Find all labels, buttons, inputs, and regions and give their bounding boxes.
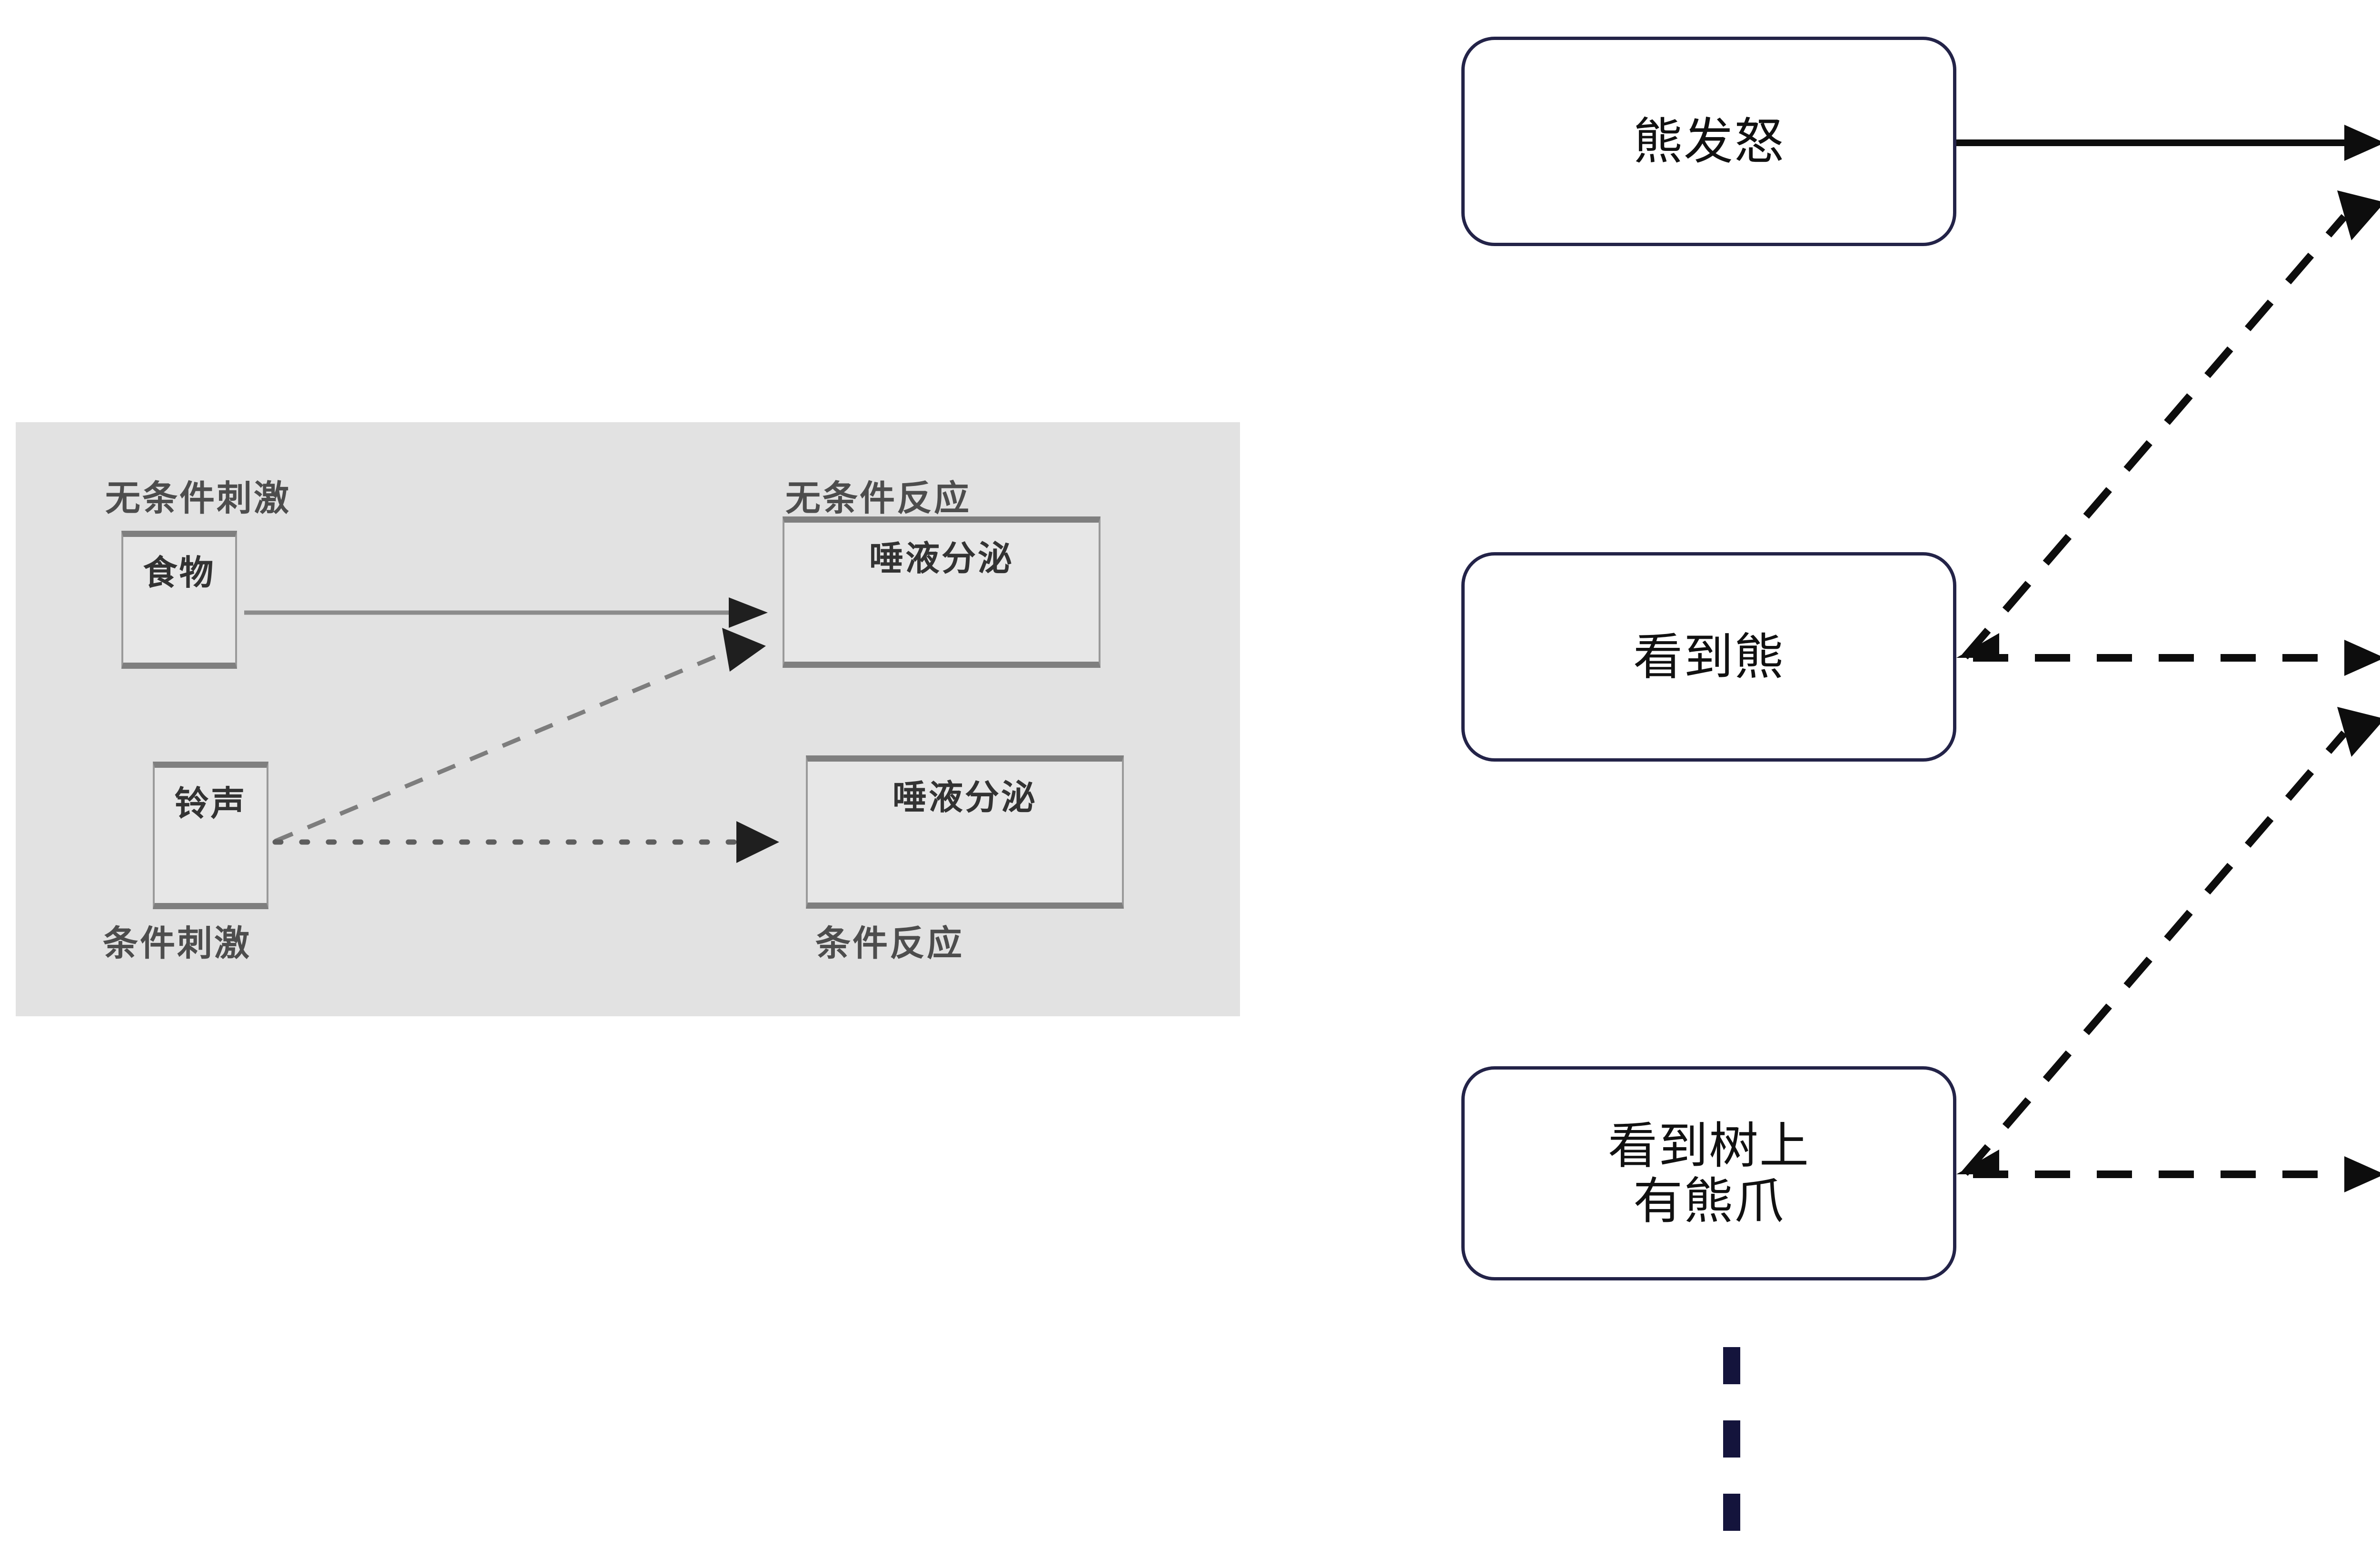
- connector-bell-to-salivation-top: [274, 628, 766, 843]
- rl-box-bear-angry: 熊发怒: [1461, 37, 1956, 246]
- connector-anger-to-reward: [1956, 125, 2380, 161]
- connector-claw-to-vsprime: [1962, 707, 2380, 1176]
- pavlov-box-food: 食物: [121, 531, 237, 669]
- label-unconditioned-response: 无条件反应: [785, 478, 971, 519]
- rl-value-propagation-diagram: 熊发怒 看到熊 看到树上 有熊爪 奖励 V(s′) V(s): [1404, 0, 2380, 1531]
- pavlov-box-food-label: 食物: [143, 553, 216, 593]
- pavlov-box-salivation-top: 唾液分泌: [783, 516, 1101, 668]
- pavlov-box-bell-label: 铃声: [174, 784, 247, 823]
- rl-box-see-claw-line2: 有熊爪: [1633, 1172, 1785, 1230]
- ellipsis-dot: [1723, 1420, 1740, 1458]
- rl-connectors: [1956, 125, 2380, 1192]
- label-conditioned-response: 条件反应: [815, 923, 964, 964]
- pavlov-box-salivation-bottom: 唾液分泌: [806, 755, 1124, 909]
- ellipsis-dot: [1723, 1347, 1740, 1384]
- ellipsis-left-column: [1723, 1347, 1740, 1567]
- rl-box-bear-angry-label: 熊发怒: [1633, 112, 1785, 170]
- connector-bell-to-salivation-bottom: [272, 821, 779, 863]
- connector-seebear-to-reward: [1962, 190, 2380, 660]
- connector-claw-to-vs: [1956, 1150, 2380, 1192]
- connector-food-to-salivation: [244, 597, 768, 628]
- pavlov-box-salivation-bottom-label: 唾液分泌: [892, 777, 1037, 817]
- pavlov-box-bell: 铃声: [153, 762, 268, 909]
- rl-box-see-bear-label: 看到熊: [1633, 627, 1785, 686]
- rl-box-see-claw-on-tree: 看到树上 有熊爪: [1461, 1066, 1956, 1280]
- rl-box-see-claw-line1: 看到树上: [1607, 1116, 1810, 1175]
- rl-box-see-claw-on-tree-label: 看到树上 有熊爪: [1608, 1118, 1810, 1229]
- rl-box-see-bear: 看到熊: [1461, 552, 1956, 762]
- label-unconditioned-stimulus: 无条件刺激: [105, 478, 291, 519]
- ellipsis-dot: [1723, 1494, 1740, 1531]
- pavlov-conditioning-panel: 无条件刺激 无条件反应 条件刺激 条件反应 食物 铃声 唾液分泌 唾液分泌: [16, 422, 1240, 1016]
- connector-seebear-to-vsprime: [1956, 633, 2380, 676]
- diagram-canvas: 无条件刺激 无条件反应 条件刺激 条件反应 食物 铃声 唾液分泌 唾液分泌: [16, 0, 2380, 1531]
- label-conditioned-stimulus: 条件刺激: [103, 923, 251, 964]
- pavlov-box-salivation-top-label: 唾液分泌: [869, 538, 1014, 578]
